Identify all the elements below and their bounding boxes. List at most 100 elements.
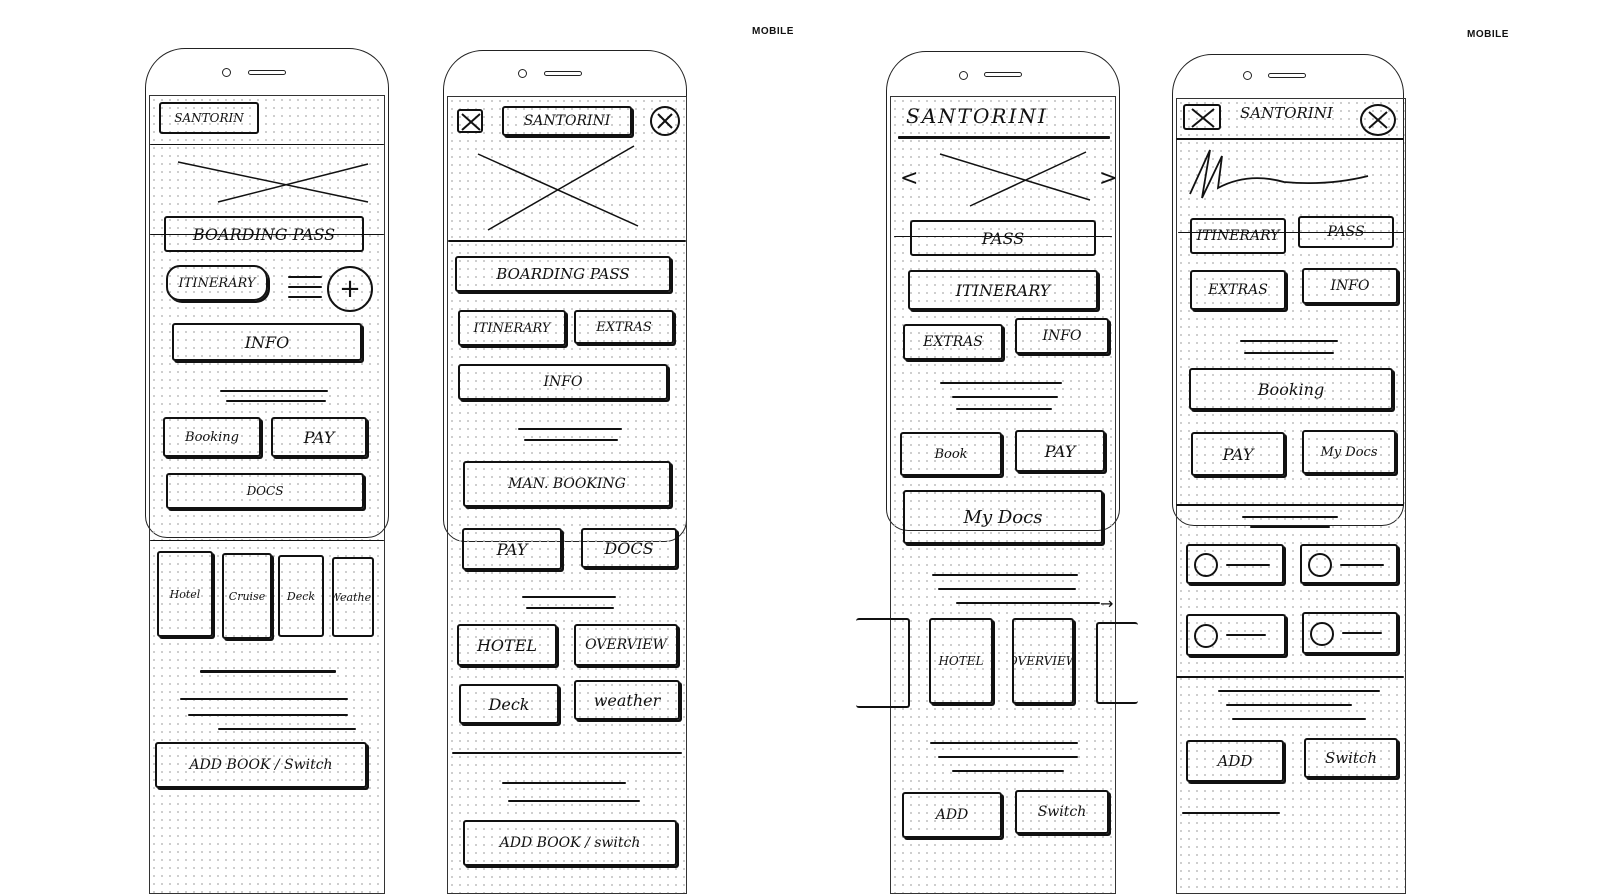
- app-title: SANTORINI: [502, 106, 632, 136]
- info-button[interactable]: INFO: [458, 364, 668, 400]
- camera-icon: [1243, 71, 1252, 80]
- itinerary-tab[interactable]: ITINERARY: [1190, 218, 1286, 254]
- option-card[interactable]: [1186, 614, 1286, 656]
- deck-button[interactable]: Deck: [459, 684, 559, 724]
- profile-icon[interactable]: [650, 106, 680, 136]
- pass-tab[interactable]: PASS: [1298, 216, 1394, 248]
- speaker-icon: [544, 71, 582, 76]
- itinerary-button[interactable]: ITINERARY: [458, 310, 566, 346]
- extras-button[interactable]: EXTRAS: [903, 324, 1003, 360]
- add-book-switch-button[interactable]: ADD BOOK / Switch: [155, 742, 367, 788]
- booking-button[interactable]: Booking: [163, 417, 261, 457]
- text-line: [1218, 690, 1380, 692]
- text-line: [938, 756, 1078, 758]
- header-underline: [898, 136, 1110, 139]
- app-title: SANTORIN: [159, 102, 259, 134]
- profile-icon[interactable]: [1360, 104, 1396, 136]
- section-divider: [1176, 504, 1404, 506]
- add-button[interactable]: ADD: [1186, 740, 1284, 782]
- add-plus-icon[interactable]: +: [327, 266, 373, 312]
- text-line: [1244, 352, 1334, 354]
- text-line: [502, 782, 626, 784]
- text-line: [218, 728, 356, 730]
- add-book-switch-button[interactable]: ADD BOOK / switch: [463, 820, 677, 866]
- boarding-pass-button[interactable]: BOARDING PASS: [455, 256, 671, 292]
- switch-button[interactable]: Switch: [1304, 738, 1398, 778]
- chevron-left-icon[interactable]: <: [900, 166, 919, 191]
- header-divider: [1176, 138, 1404, 140]
- text-line: [938, 588, 1076, 590]
- text-line: [508, 800, 640, 802]
- docs-button[interactable]: DOCS: [166, 473, 364, 509]
- text-line: [524, 439, 618, 441]
- hero-divider: [448, 240, 686, 242]
- phone-4-screen: [1176, 98, 1406, 894]
- chevron-right-icon[interactable]: >: [1099, 166, 1118, 191]
- header-divider: [150, 144, 384, 145]
- info-button[interactable]: INFO: [172, 323, 362, 361]
- camera-icon: [222, 68, 231, 77]
- pay-button[interactable]: PAY: [1015, 430, 1105, 472]
- text-line: [952, 770, 1064, 772]
- itinerary-button[interactable]: ITINERARY: [908, 270, 1098, 310]
- pass-tab[interactable]: PASS: [910, 220, 1096, 256]
- text-line: [1342, 632, 1382, 634]
- booking-button[interactable]: Booking: [1189, 368, 1393, 410]
- camera-icon: [959, 71, 968, 80]
- mobile-label-left: MOBILE: [752, 26, 794, 37]
- phone-2-screen: [447, 96, 687, 894]
- docs-button[interactable]: DOCS: [581, 528, 677, 568]
- speaker-icon: [984, 72, 1022, 77]
- book-button[interactable]: Book: [900, 432, 1002, 476]
- tile-weather[interactable]: Weather: [332, 557, 374, 637]
- text-line: [940, 382, 1062, 384]
- circle-icon: [1310, 622, 1334, 646]
- option-card[interactable]: [1300, 544, 1398, 584]
- extras-button[interactable]: EXTRAS: [1190, 270, 1286, 310]
- itinerary-button[interactable]: ITINERARY: [166, 265, 268, 301]
- hero-divider: [894, 236, 1112, 237]
- phone-1-screen: [149, 95, 385, 894]
- tile-cruise[interactable]: Cruise: [222, 553, 272, 639]
- text-line: [1250, 526, 1330, 528]
- manage-booking-button[interactable]: MAN. BOOKING: [463, 461, 671, 507]
- switch-button[interactable]: Switch: [1015, 790, 1109, 834]
- pay-button[interactable]: PAY: [1191, 432, 1285, 476]
- tile-deck[interactable]: Deck: [278, 555, 324, 637]
- pay-button[interactable]: PAY: [271, 417, 367, 457]
- carousel-card-prev[interactable]: [856, 618, 910, 708]
- boarding-pass-tab[interactable]: BOARDING PASS: [164, 216, 364, 252]
- hotel-button[interactable]: HOTEL: [457, 624, 557, 666]
- option-card[interactable]: [1186, 544, 1284, 584]
- text-line: [1182, 812, 1280, 814]
- text-line: [518, 428, 622, 430]
- info-button[interactable]: INFO: [1015, 318, 1109, 354]
- close-icon[interactable]: [1183, 104, 1221, 130]
- text-line: [1232, 718, 1366, 720]
- weather-button[interactable]: weather: [574, 680, 680, 720]
- pay-button[interactable]: PAY: [462, 528, 562, 570]
- text-line: [1226, 564, 1270, 566]
- overview-card[interactable]: OVERVIEW: [1012, 618, 1074, 704]
- add-button[interactable]: ADD: [902, 792, 1002, 838]
- overview-button[interactable]: OVERVIEW: [574, 624, 678, 666]
- hero-image-placeholder: [939, 151, 1091, 207]
- text-line: [226, 400, 326, 402]
- option-card[interactable]: [1302, 612, 1398, 654]
- text-line: [522, 596, 616, 598]
- text-line: [1226, 704, 1352, 706]
- circle-icon: [1194, 624, 1218, 648]
- tile-hotel[interactable]: Hotel: [157, 551, 213, 637]
- carousel-card-next[interactable]: [1096, 622, 1138, 704]
- my-docs-button[interactable]: My Docs: [903, 490, 1103, 544]
- section-divider: [1176, 676, 1404, 678]
- text-line: [220, 390, 328, 392]
- speaker-icon: [1268, 73, 1306, 78]
- close-circle-icon: [1194, 553, 1218, 577]
- my-docs-button[interactable]: My Docs: [1302, 430, 1396, 474]
- close-icon[interactable]: [457, 109, 483, 133]
- text-line: [180, 698, 348, 700]
- info-button[interactable]: INFO: [1302, 268, 1398, 304]
- extras-button[interactable]: EXTRAS: [574, 310, 674, 344]
- hotel-card[interactable]: HOTEL: [929, 618, 993, 704]
